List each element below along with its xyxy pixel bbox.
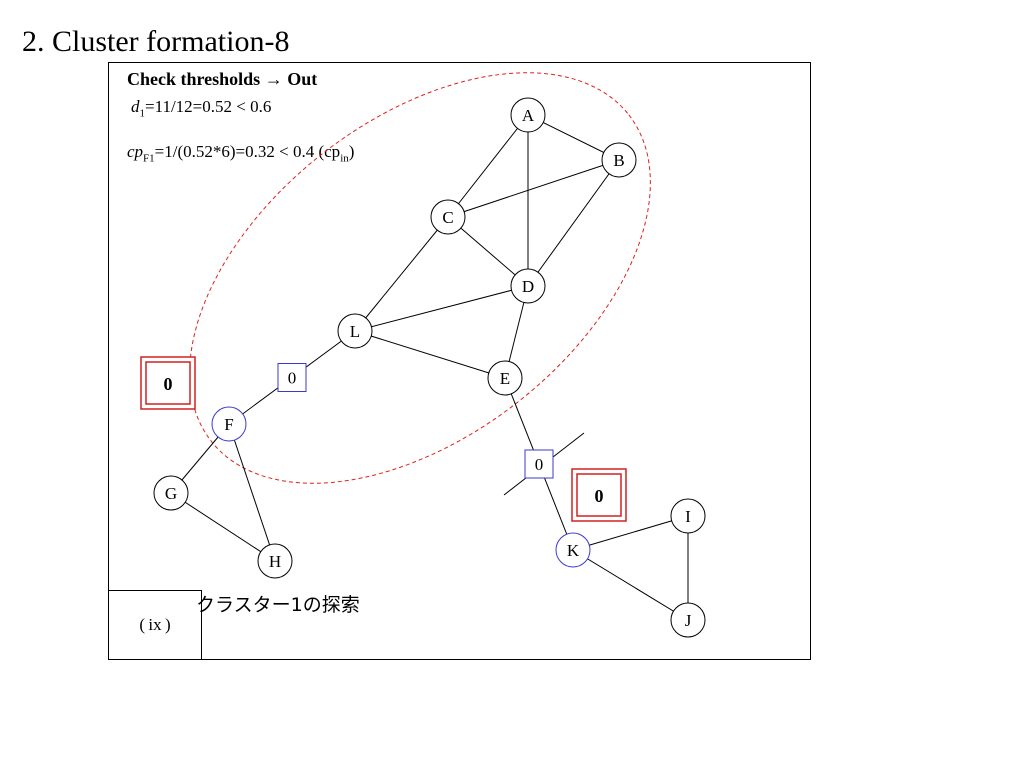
slide-title: 2. Cluster formation-8: [22, 25, 290, 58]
node-label-F: F: [224, 415, 233, 434]
node-A: [510, 97, 546, 133]
node-I: [670, 498, 706, 534]
step-label: ( ix ): [139, 615, 171, 634]
cluster-search-caption: クラスター1の探索: [196, 594, 360, 616]
node-weights: 00: [140, 356, 627, 522]
cluster-ellipse: [189, 72, 651, 484]
node-label-C: C: [442, 208, 453, 227]
edge-weights: 00: [277, 363, 554, 479]
graph-edges: [170, 114, 689, 621]
node-label-G: G: [165, 484, 177, 503]
density-formula: d1=11/12=0.52 < 0.6: [131, 97, 272, 120]
edge-K-I: [572, 515, 689, 551]
node-weight-outer-K: [571, 468, 627, 522]
node-E: [487, 360, 523, 396]
node-K: [555, 532, 591, 568]
node-weight-outer-F: [140, 356, 196, 410]
edge-weight-box-L-F: [277, 363, 307, 392]
node-label-L: L: [350, 322, 360, 341]
graph-nodes: A B C D L E F G H K I J: [153, 97, 706, 638]
node-F: [211, 406, 247, 442]
node-weight-label-F: 0: [164, 374, 173, 394]
node-label-K: K: [567, 541, 580, 560]
node-G: [153, 475, 189, 511]
node-label-H: H: [269, 552, 281, 571]
edge-A-C: [447, 114, 529, 218]
node-C: [430, 199, 466, 235]
edge-G-H: [170, 492, 276, 562]
node-weight-inner-K: [576, 473, 622, 517]
node-label-E: E: [500, 369, 510, 388]
node-weight-label-K: 0: [595, 486, 604, 506]
node-weight-inner-F: [145, 361, 191, 405]
edge-weight-box-E-K: [524, 449, 554, 479]
edge-weight-label-E-K: 0: [535, 455, 544, 474]
threshold-heading: Check thresholds → Out: [127, 69, 318, 89]
edge-C-L: [354, 216, 449, 332]
node-label-D: D: [522, 277, 534, 296]
node-D: [510, 268, 546, 304]
cp-formula: cpF1=1/(0.52*6)=0.32 < 0.4 (cpin): [127, 142, 355, 165]
edge-B-D: [527, 159, 620, 287]
node-label-A: A: [522, 106, 535, 125]
node-label-B: B: [613, 151, 624, 170]
node-H: [257, 543, 293, 579]
node-J: [670, 602, 706, 638]
edge-weight-label-L-F: 0: [288, 369, 297, 388]
edge-C-D: [447, 216, 529, 287]
diagram-panel: [108, 62, 811, 660]
edge-F-H: [228, 423, 276, 562]
edge-K-J: [572, 549, 689, 621]
node-label-I: I: [685, 507, 691, 526]
edge-L-E: [354, 330, 506, 379]
node-B: [601, 142, 637, 178]
edge-B-C: [447, 159, 620, 218]
edge-D-L: [354, 285, 529, 332]
step-label-box: ( ix ): [108, 590, 202, 660]
node-label-J: J: [685, 611, 692, 630]
node-L: [337, 313, 373, 349]
